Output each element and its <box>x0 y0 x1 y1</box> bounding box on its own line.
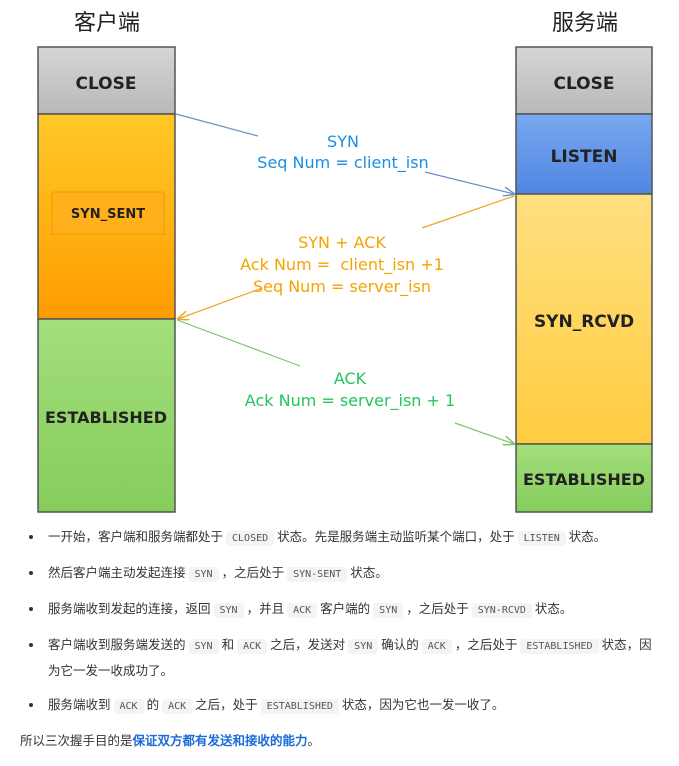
server-syn-rcvd-label: SYN_RCVD <box>534 312 634 332</box>
ack-message: ACK Ack Num = server_isn + 1 <box>176 319 514 444</box>
syn-label: SYN <box>327 132 359 151</box>
code-syn: SYN <box>373 603 404 618</box>
server-established-state <box>515 443 653 513</box>
client-close-label: CLOSE <box>75 74 136 94</box>
note-text: ，之后处于 <box>221 565 285 580</box>
code-established: ESTABLISHED <box>520 639 599 654</box>
list-item: 服务端收到发起的连接，返回SYN，并且ACK客户端的SYN，之后处于SYN-RC… <box>44 597 660 623</box>
server-title: 服务端 <box>552 11 618 36</box>
note-text: 状态。 <box>350 565 388 580</box>
server-established-label: ESTABLISHED <box>523 470 645 489</box>
server-listen-state <box>515 113 653 195</box>
syn-ack-ack-label: Ack Num = client_isn +1 <box>240 255 444 275</box>
note-text: 状态，因为它一发一收成功了。 <box>48 637 652 678</box>
ack-label: ACK <box>334 369 367 388</box>
note-text: 状态。 <box>534 601 573 616</box>
code-listen: LISTEN <box>517 531 566 546</box>
note-text: 状态，因为它也一发一收了。 <box>341 697 505 712</box>
summary-suffix: 。 <box>307 733 321 748</box>
syn-ack-seq-label: Seq Num = server_isn <box>253 277 431 297</box>
client-syn-sent-label: SYN_SENT <box>71 207 145 222</box>
note-text: 然后客户端主动发起连接 <box>48 565 186 580</box>
client-established-label: ESTABLISHED <box>45 408 167 427</box>
syn-ack-arrow-line-1 <box>421 195 515 229</box>
code-syn: SYN <box>188 639 219 654</box>
note-text: 一开始，客户端和服务端都处于 <box>48 529 224 544</box>
server-column: CLOSE LISTEN SYN_RCVD ESTABLISHED <box>515 46 653 513</box>
note-text: 之后，发送对 <box>270 637 346 652</box>
syn-ack-message: SYN + ACK Ack Num = client_isn +1 Seq Nu… <box>178 195 515 319</box>
syn-arrow <box>424 171 514 194</box>
code-syn: SYN <box>348 639 379 654</box>
list-item: 服务端收到ACK的ACK之后，处于ESTABLISHED状态，因为它也一发一收了… <box>44 693 660 719</box>
summary-emphasis: 保证双方都有发送和接收的能力 <box>132 733 308 748</box>
syn-ack-label: SYN + ACK <box>298 233 386 252</box>
note-text: 客户端收到服务端发送的 <box>48 637 186 652</box>
note-text: 之后，处于 <box>195 697 258 712</box>
code-ack: ACK <box>287 603 318 618</box>
note-text: ，之后处于 <box>406 601 469 616</box>
note-text: 的 <box>146 697 160 712</box>
note-text: 客户端的 <box>320 601 371 616</box>
code-closed: CLOSED <box>226 531 275 546</box>
syn-ack-arrow <box>178 287 263 319</box>
note-text: ，并且 <box>246 601 285 616</box>
server-close-label: CLOSE <box>553 74 614 94</box>
list-item: 客户端收到服务端发送的SYN和ACK之后，发送对SYN确认的ACK，之后处于ES… <box>44 633 660 683</box>
client-column: CLOSE SYN_SENT ESTABLISHED <box>37 46 176 513</box>
list-item: 一开始，客户端和服务端都处于CLOSED状态。先是服务端主动监听某个端口，处于L… <box>44 525 660 551</box>
summary-paragraph: 所以三次握手目的是保证双方都有发送和接收的能力。 <box>20 729 660 753</box>
tcp-handshake-diagram: 客户端 服务端 CLOSE SYN_SENT ESTABLISHED CLOSE… <box>37 11 653 513</box>
note-text: 和 <box>221 637 235 652</box>
ack-arrow <box>454 422 514 444</box>
syn-message: SYN Seq Num = client_isn <box>175 113 514 194</box>
syn-arrow-line-1 <box>175 113 259 137</box>
code-syn-sent: SYN-SENT <box>287 567 348 582</box>
note-text: 确认的 <box>381 637 419 652</box>
code-ack: ACK <box>113 699 144 714</box>
ack-num-label: Ack Num = server_isn + 1 <box>245 391 455 411</box>
code-ack: ACK <box>162 699 193 714</box>
ack-arrow-line-1 <box>176 319 301 367</box>
code-syn: SYN <box>213 603 244 618</box>
code-ack: ACK <box>421 639 452 654</box>
note-text: 服务端收到 <box>48 697 111 712</box>
client-title: 客户端 <box>74 11 140 36</box>
note-text: 状态。先是服务端主动监听某个端口，处于 <box>277 529 515 544</box>
code-ack: ACK <box>237 639 268 654</box>
server-listen-label: LISTEN <box>551 147 618 167</box>
note-text: 状态。 <box>568 529 607 544</box>
code-syn-rcvd: SYN-RCVD <box>471 603 532 618</box>
explanation-notes: 一开始，客户端和服务端都处于CLOSED状态。先是服务端主动监听某个端口，处于L… <box>20 525 660 766</box>
note-text: ，之后处于 <box>454 637 518 652</box>
code-established: ESTABLISHED <box>260 699 339 714</box>
client-established-state <box>37 318 176 513</box>
summary-prefix: 所以三次握手目的是 <box>20 733 133 748</box>
explanation-list: 一开始，客户端和服务端都处于CLOSED状态。先是服务端主动监听某个端口，处于L… <box>20 525 660 719</box>
syn-seq-label: Seq Num = client_isn <box>257 153 428 173</box>
client-close-state <box>37 46 176 115</box>
client-syn-sent-badge <box>51 191 165 235</box>
note-text: 服务端收到发起的连接，返回 <box>48 601 211 616</box>
code-syn: SYN <box>188 567 219 582</box>
